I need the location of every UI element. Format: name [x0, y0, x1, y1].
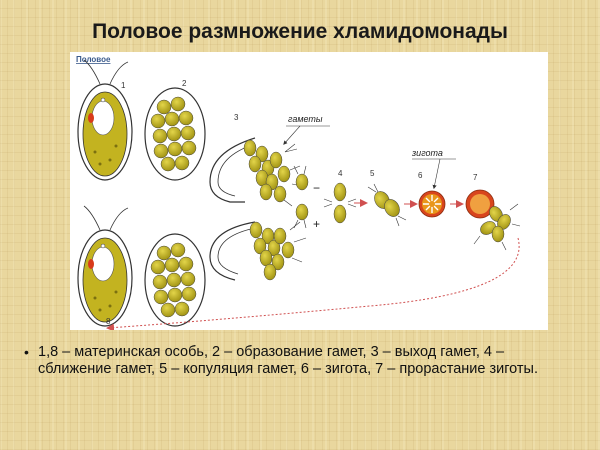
gamete-release-bottom — [209, 221, 307, 281]
gamete-release-top — [209, 137, 303, 207]
stage-number: 8 — [106, 317, 111, 326]
stage-number: 1 — [121, 81, 126, 90]
caption: • 1,8 – материнская особь, 2 – образован… — [24, 344, 578, 378]
zygote-label: зигота — [411, 148, 443, 158]
gametes-label: гаметы — [288, 114, 323, 124]
zygote — [418, 190, 446, 218]
caption-text: 1,8 – материнская особь, 2 – образование… — [38, 344, 539, 377]
mother-cell-bottom — [77, 205, 133, 327]
life-cycle-diagram: Половое 1 8 — [70, 52, 548, 330]
corner-label: Половое — [76, 55, 111, 64]
stage-number: 3 — [234, 113, 239, 122]
gamete-minus — [293, 165, 309, 191]
stage-number: 6 — [418, 171, 423, 180]
return-arrow — [106, 237, 520, 330]
mother-cell-top — [77, 59, 133, 181]
diagram-svg: Половое 1 8 — [76, 55, 521, 330]
gamete-formation-bottom — [144, 233, 206, 327]
stage-number: 4 — [338, 169, 343, 178]
page-title: Половое размножение хламидомонады — [92, 20, 508, 43]
zygote-germination — [465, 189, 521, 251]
bullet-icon: • — [24, 344, 29, 360]
minus-sign: − — [313, 181, 320, 195]
plus-sign: + — [313, 217, 320, 231]
gamete-formation-top — [144, 87, 206, 181]
gamete-plus — [293, 203, 309, 229]
stage-number: 2 — [182, 79, 187, 88]
stage-number: 5 — [370, 169, 375, 178]
stage-number: 7 — [473, 173, 478, 182]
gamete-copulation — [367, 183, 407, 227]
gamete-approach — [323, 182, 357, 224]
